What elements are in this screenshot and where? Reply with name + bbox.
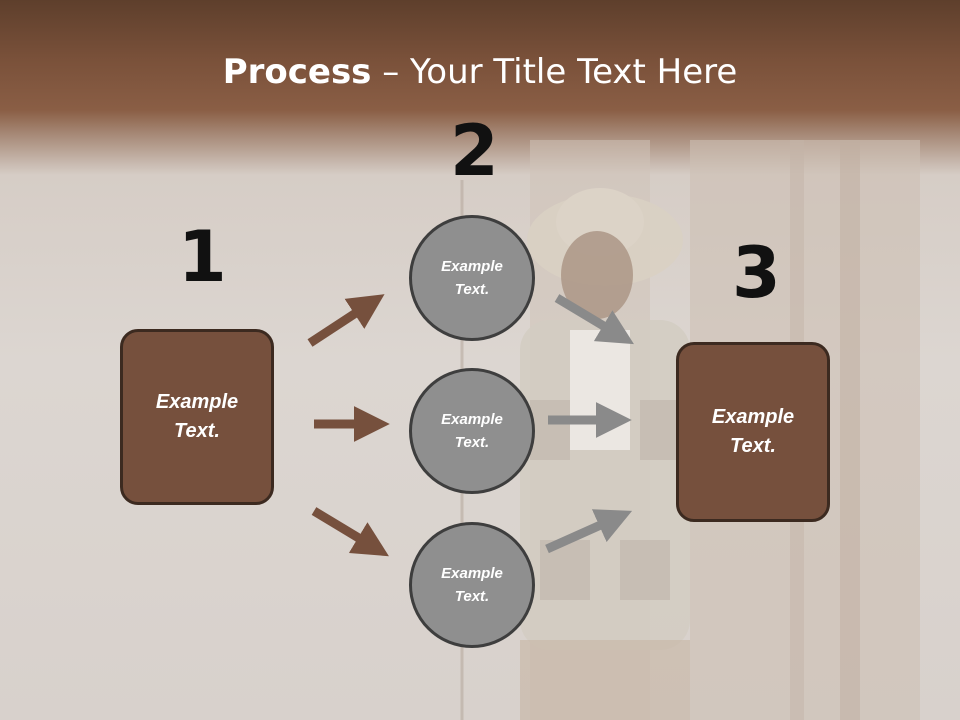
arrow-top-to-right — [554, 294, 634, 345]
left-box-line-1: Example — [155, 391, 239, 413]
arrow-left-to-top — [307, 294, 385, 347]
left-box-line-2: Text. — [174, 420, 220, 442]
circle-middle-line-2: Text. — [454, 434, 490, 451]
right-box-line-2: Text. — [730, 435, 776, 457]
right-box-line-1: Example — [711, 406, 795, 428]
step-number-2: 2 — [450, 110, 499, 192]
circle-top-line-2: Text. — [454, 281, 490, 298]
step-number-1: 1 — [178, 216, 227, 298]
step-number-3: 3 — [732, 232, 781, 314]
circle-top-line-1: Example — [441, 258, 503, 275]
circle-bottom-line-1: Example — [441, 565, 503, 582]
arrow-bottom-to-right — [545, 509, 633, 554]
circle-middle-line-1: Example — [441, 411, 503, 428]
slide-title: Process – Your Title Text Here — [222, 52, 738, 92]
arrow-left-to-bottom — [311, 507, 389, 557]
circle-bottom-line-2: Text. — [454, 588, 490, 605]
